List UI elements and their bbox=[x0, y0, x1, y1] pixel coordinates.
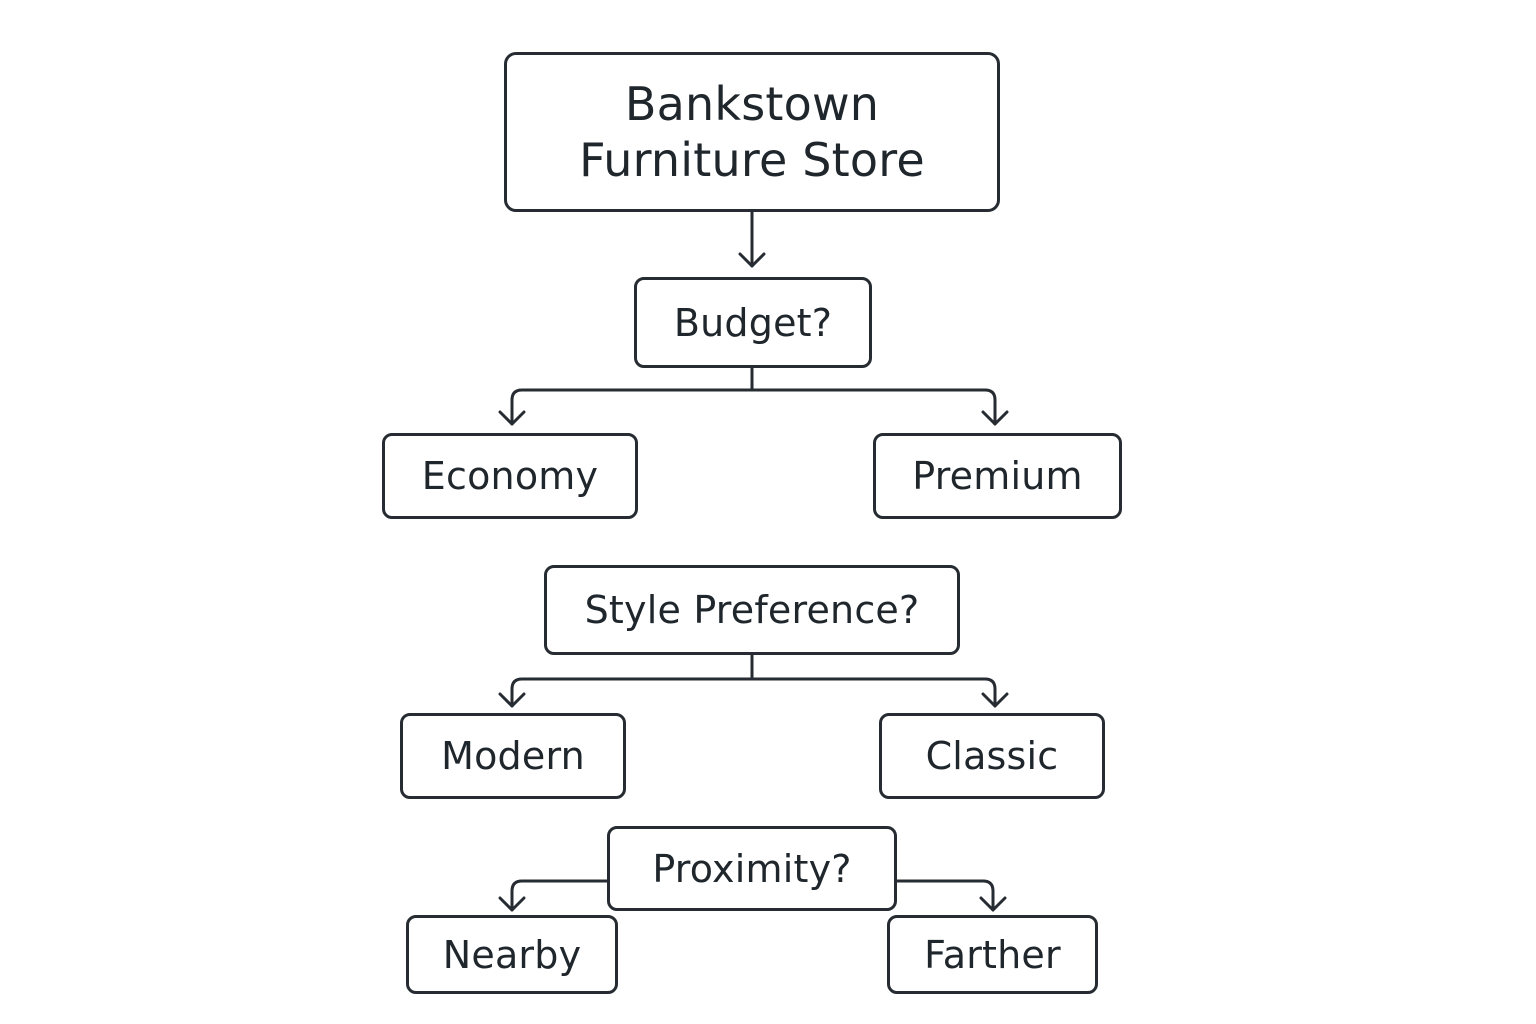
arrowhead-economy bbox=[498, 410, 526, 426]
connector-budget-split bbox=[510, 366, 997, 426]
farther-label: Farther bbox=[924, 932, 1061, 977]
node-classic: Classic bbox=[879, 713, 1105, 799]
premium-label: Premium bbox=[912, 454, 1083, 498]
connector-proximity-split bbox=[510, 879, 995, 912]
proximity-question-label: Proximity? bbox=[652, 846, 852, 891]
node-economy: Economy bbox=[382, 433, 638, 519]
node-modern: Modern bbox=[400, 713, 626, 799]
classic-label: Classic bbox=[925, 734, 1059, 778]
economy-label: Economy bbox=[421, 454, 599, 498]
node-farther: Farther bbox=[887, 915, 1098, 994]
style-question-label: Style Preference? bbox=[584, 588, 920, 632]
node-proximity-question: Proximity? bbox=[607, 826, 897, 911]
budget-question-label: Budget? bbox=[673, 300, 833, 345]
store-title-line2: Furniture Store bbox=[579, 133, 925, 187]
node-style-question: Style Preference? bbox=[544, 565, 960, 655]
arrowhead-budget bbox=[738, 252, 766, 268]
node-nearby: Nearby bbox=[406, 915, 618, 994]
node-budget-question: Budget? bbox=[634, 277, 872, 368]
arrowhead-premium bbox=[981, 410, 1009, 426]
node-store-title: Bankstown Furniture Store bbox=[504, 52, 1000, 212]
arrowhead-farther bbox=[979, 896, 1007, 912]
arrowhead-nearby bbox=[498, 896, 526, 912]
node-premium: Premium bbox=[873, 433, 1122, 519]
store-title-line1: Bankstown bbox=[624, 77, 880, 131]
connector-style-split bbox=[510, 653, 997, 708]
arrowhead-classic bbox=[981, 692, 1009, 708]
nearby-label: Nearby bbox=[442, 932, 582, 977]
modern-label: Modern bbox=[441, 734, 585, 778]
arrowhead-modern bbox=[498, 692, 526, 708]
